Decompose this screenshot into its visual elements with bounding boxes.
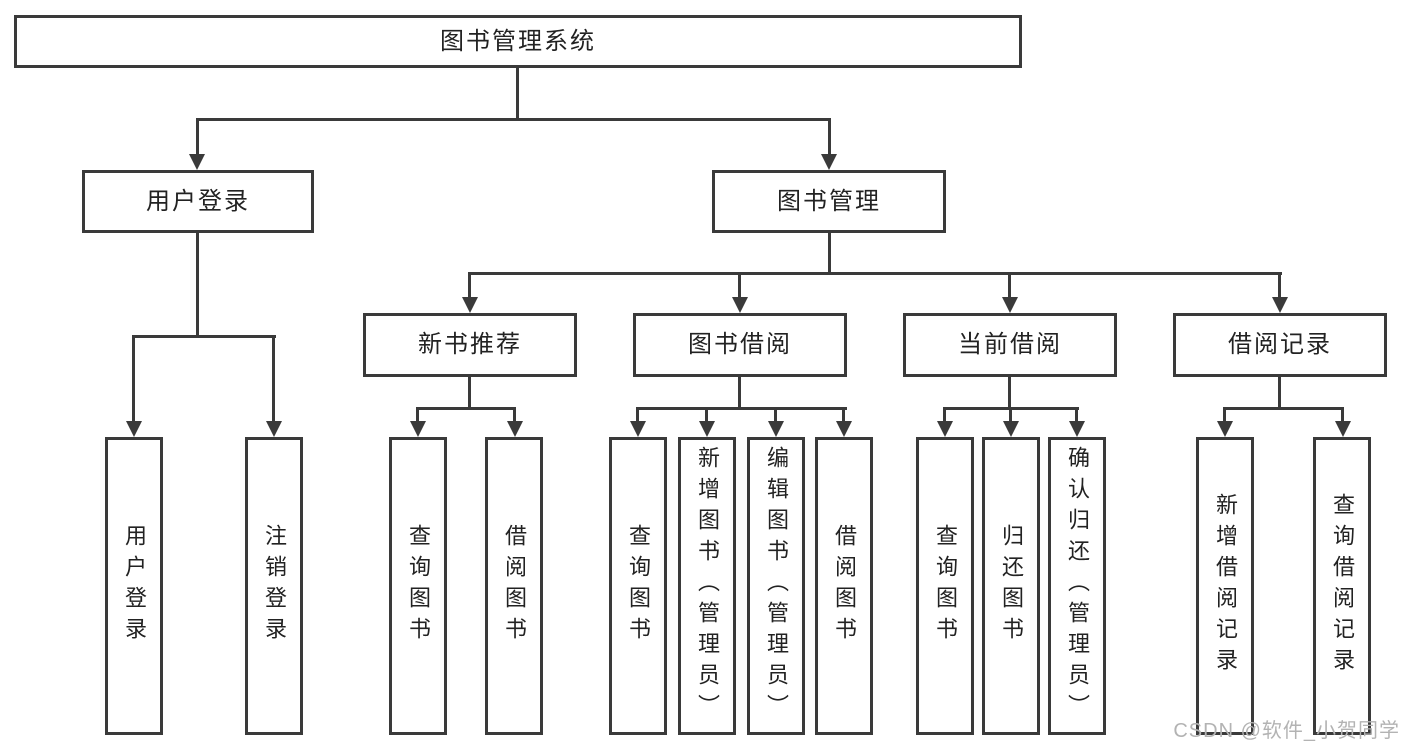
edge-book-mgmt-crossbar bbox=[468, 272, 1282, 275]
leaf-return-book: 归还图书 bbox=[982, 437, 1040, 735]
leaf-label: 用户登录 bbox=[122, 524, 147, 648]
arrowhead-down-icon bbox=[821, 154, 837, 170]
arrowhead-down-icon bbox=[266, 421, 282, 437]
edge-book-mgmt-trunk bbox=[828, 233, 831, 274]
leaf-query-borrow-record: 查询借阅记录 bbox=[1313, 437, 1371, 735]
node-label: 图书借阅 bbox=[688, 331, 792, 358]
edge-drop-leaf-user-login bbox=[132, 335, 135, 422]
edge-drop-book-management bbox=[828, 118, 831, 155]
leaf-add-book-admin: 新增图书（管理员） bbox=[678, 437, 736, 735]
node-label: 图书管理 bbox=[777, 187, 881, 215]
leaf-label: 借阅图书 bbox=[832, 524, 857, 648]
node-borrowing-records: 借阅记录 bbox=[1173, 313, 1387, 377]
node-label: 新书推荐 bbox=[418, 331, 522, 358]
arrowhead-down-icon bbox=[732, 297, 748, 313]
arrowhead-down-icon bbox=[1003, 421, 1019, 437]
node-book-management: 图书管理 bbox=[712, 170, 946, 233]
leaf-label: 查询图书 bbox=[933, 524, 958, 648]
edge-borrowing-records-trunk bbox=[1278, 377, 1281, 410]
leaf-edit-book-admin: 编辑图书（管理员） bbox=[747, 437, 805, 735]
arrowhead-down-icon bbox=[1335, 421, 1351, 437]
node-new-book-recommendation: 新书推荐 bbox=[363, 313, 577, 377]
arrowhead-down-icon bbox=[1002, 297, 1018, 313]
leaf-query-books-recommendation: 查询图书 bbox=[389, 437, 447, 735]
node-user-login: 用户登录 bbox=[82, 170, 314, 233]
edge-drop-leaf-logout bbox=[272, 335, 275, 422]
edge-current-borrowing-trunk bbox=[1008, 377, 1011, 410]
edge-drop-leaf bbox=[636, 407, 639, 422]
leaf-label: 注销登录 bbox=[262, 524, 287, 648]
leaf-logout: 注销登录 bbox=[245, 437, 303, 735]
leaf-label: 确认归还（管理员） bbox=[1065, 446, 1090, 725]
edge-drop-user-login bbox=[196, 118, 199, 155]
edge-user-login-crossbar bbox=[132, 335, 276, 338]
node-current-borrowing: 当前借阅 bbox=[903, 313, 1117, 377]
arrowhead-down-icon bbox=[630, 421, 646, 437]
arrowhead-down-icon bbox=[507, 421, 523, 437]
arrowhead-down-icon bbox=[410, 421, 426, 437]
arrowhead-down-icon bbox=[1272, 297, 1288, 313]
edge-drop-leaf bbox=[705, 407, 708, 422]
watermark-text: CSDN @软件_小贺同学 bbox=[1173, 720, 1400, 742]
edge-root-trunk bbox=[516, 68, 519, 121]
edge-drop-new-book-rec bbox=[468, 272, 471, 298]
arrowhead-down-icon bbox=[189, 154, 205, 170]
leaf-add-borrow-record: 新增借阅记录 bbox=[1196, 437, 1254, 735]
arrowhead-down-icon bbox=[836, 421, 852, 437]
arrowhead-down-icon bbox=[1217, 421, 1233, 437]
edge-new-book-rec-trunk bbox=[468, 377, 471, 410]
arrowhead-down-icon bbox=[699, 421, 715, 437]
leaf-label: 查询图书 bbox=[626, 524, 651, 648]
arrowhead-down-icon bbox=[1069, 421, 1085, 437]
edge-borrowing-records-crossbar bbox=[1223, 407, 1344, 410]
node-book-borrowing: 图书借阅 bbox=[633, 313, 847, 377]
leaf-label: 新增图书（管理员） bbox=[695, 446, 720, 725]
edge-book-borrowing-crossbar bbox=[636, 407, 847, 410]
leaf-label: 查询借阅记录 bbox=[1330, 493, 1355, 679]
leaf-confirm-return-admin: 确认归还（管理员） bbox=[1048, 437, 1106, 735]
node-library-management-system: 图书管理系统 bbox=[14, 15, 1022, 68]
leaf-label: 新增借阅记录 bbox=[1213, 493, 1238, 679]
arrowhead-down-icon bbox=[768, 421, 784, 437]
node-label: 图书管理系统 bbox=[440, 27, 596, 55]
leaf-borrow-books-recommendation: 借阅图书 bbox=[485, 437, 543, 735]
edge-drop-leaf bbox=[513, 407, 516, 422]
leaf-label: 归还图书 bbox=[999, 524, 1024, 648]
arrowhead-down-icon bbox=[126, 421, 142, 437]
edge-drop-leaf bbox=[1341, 407, 1344, 422]
edge-drop-leaf bbox=[774, 407, 777, 422]
node-label: 当前借阅 bbox=[958, 331, 1062, 358]
arrowhead-down-icon bbox=[462, 297, 478, 313]
arrowhead-down-icon bbox=[937, 421, 953, 437]
edge-drop-leaf bbox=[1009, 407, 1012, 422]
leaf-label: 查询图书 bbox=[406, 524, 431, 648]
edge-drop-leaf bbox=[943, 407, 946, 422]
node-label: 借阅记录 bbox=[1228, 331, 1332, 358]
leaf-query-books-current: 查询图书 bbox=[916, 437, 974, 735]
edge-root-crossbar bbox=[196, 118, 831, 121]
leaf-user-login: 用户登录 bbox=[105, 437, 163, 735]
edge-drop-current-borrowing bbox=[1008, 272, 1011, 298]
leaf-label: 编辑图书（管理员） bbox=[764, 446, 789, 725]
leaf-borrow-books-borrowing: 借阅图书 bbox=[815, 437, 873, 735]
edge-drop-book-borrowing bbox=[738, 272, 741, 298]
node-label: 用户登录 bbox=[146, 187, 250, 215]
leaf-query-books-borrowing: 查询图书 bbox=[609, 437, 667, 735]
edge-user-login-trunk bbox=[196, 233, 199, 337]
edge-book-borrowing-trunk bbox=[738, 377, 741, 410]
leaf-label: 借阅图书 bbox=[502, 524, 527, 648]
edge-drop-leaf bbox=[1223, 407, 1226, 422]
edge-drop-leaf bbox=[416, 407, 419, 422]
edge-drop-borrowing-records bbox=[1278, 272, 1281, 298]
edge-drop-leaf bbox=[1075, 407, 1078, 422]
edge-new-book-rec-crossbar bbox=[416, 407, 516, 410]
edge-drop-leaf bbox=[842, 407, 845, 422]
